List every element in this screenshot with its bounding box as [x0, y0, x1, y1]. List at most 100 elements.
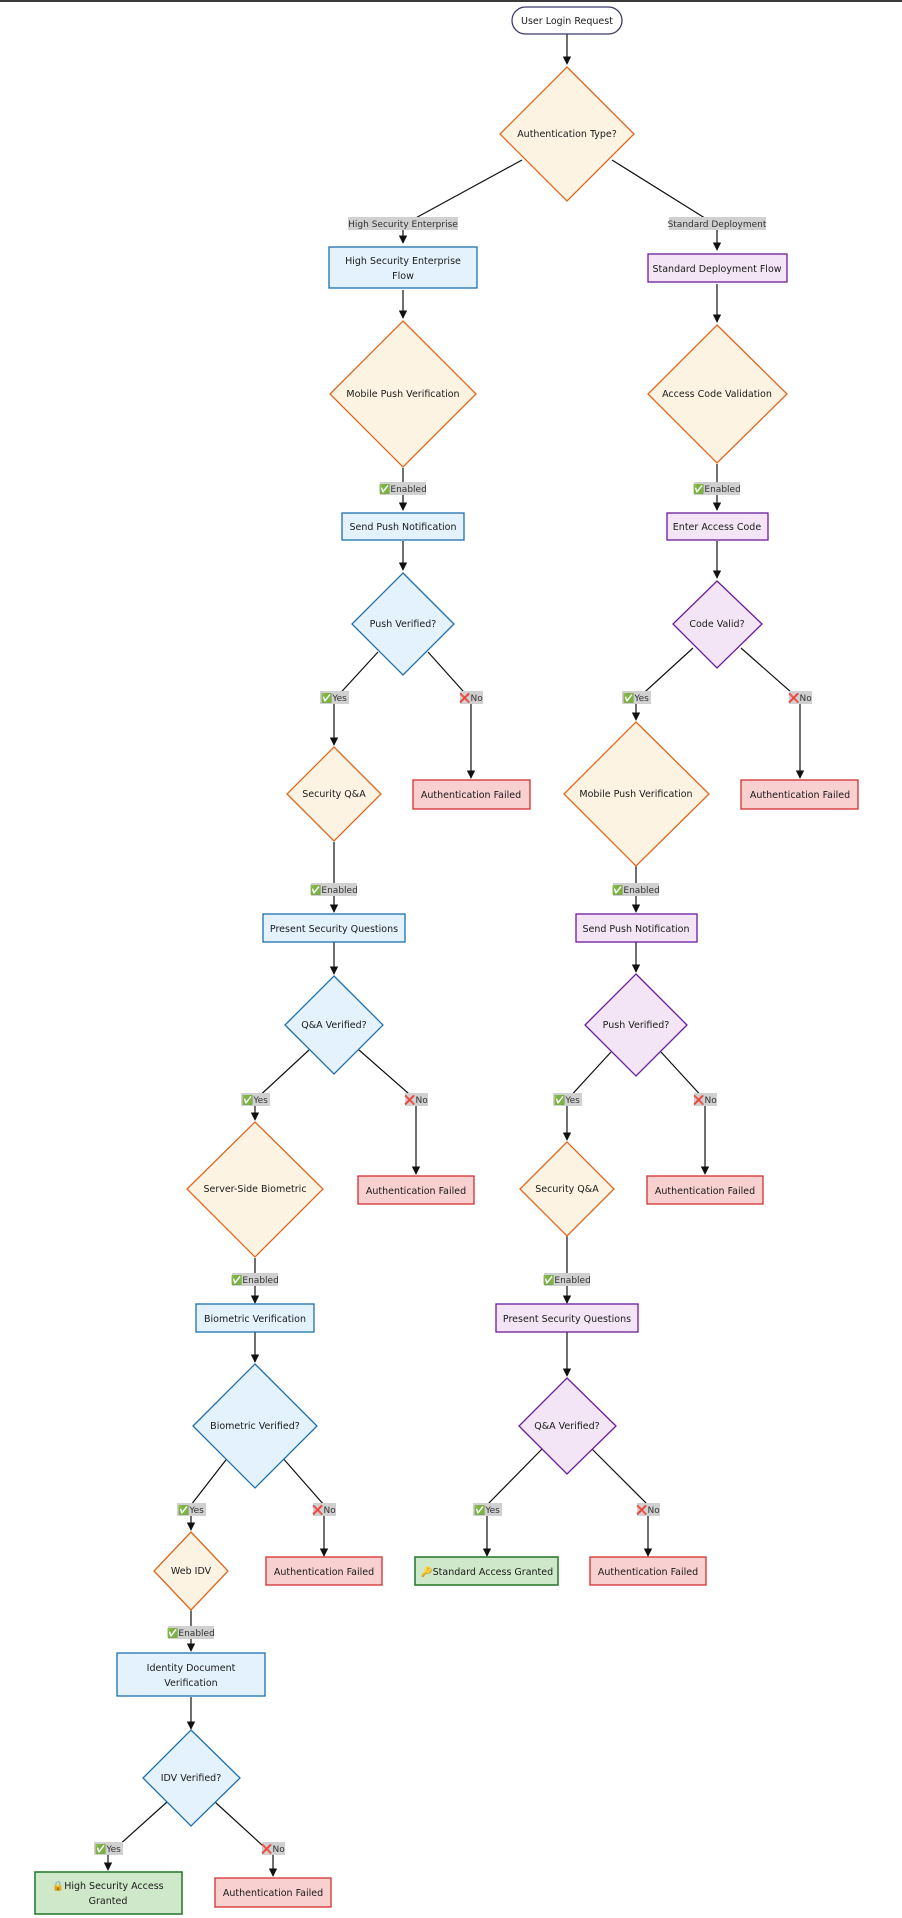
edge-std-qa-verified-yes — [482, 1447, 544, 1557]
svg-text:High Security Enterprise: High Security Enterprise — [348, 220, 458, 230]
svg-text:🔒High Security Access: 🔒High Security Access — [52, 1880, 163, 1892]
svg-text:IDV Verified?: IDV Verified? — [161, 1773, 222, 1784]
svg-text:Security Q&A: Security Q&A — [535, 1184, 599, 1195]
edge-hs-qa-verified-no — [358, 1049, 421, 1175]
svg-text:✅Enabled: ✅Enabled — [543, 1274, 591, 1286]
hs-idv-node: Identity Document Verification — [116, 1652, 266, 1697]
edge-std-qa-verified-no — [590, 1447, 653, 1557]
std-send-push-node: Send Push Notification — [575, 913, 698, 943]
hs-access-granted-node: 🔒High Security Access Granted — [34, 1871, 183, 1915]
svg-text:✅Enabled: ✅Enabled — [231, 1274, 279, 1286]
svg-text:Authentication Failed: Authentication Failed — [274, 1567, 374, 1578]
svg-text:✅Yes: ✅Yes — [474, 1504, 500, 1516]
edge-label-no: ❌No — [312, 1503, 336, 1516]
svg-text:Send Push Notification: Send Push Notification — [582, 924, 689, 935]
edge-label-enabled: ✅Enabled — [231, 1273, 279, 1286]
hs-push-verified-decision: Push Verified? — [351, 572, 455, 676]
svg-text:✅Yes: ✅Yes — [242, 1094, 268, 1106]
svg-text:High Security Enterprise: High Security Enterprise — [345, 256, 461, 267]
hs-server-biometric-decision: Server-Side Biometric — [186, 1121, 324, 1258]
auth-type-decision: Authentication Type? — [499, 66, 635, 202]
hs-qa-verified-decision: Q&A Verified? — [284, 975, 384, 1075]
svg-text:Flow: Flow — [392, 271, 414, 282]
edge-label-no: ❌No — [693, 1093, 717, 1106]
std-present-questions-node: Present Security Questions — [495, 1303, 639, 1333]
edge-label-no: ❌No — [788, 691, 812, 704]
svg-text:User Login Request: User Login Request — [521, 16, 613, 27]
edge-label-yes: ✅Yes — [553, 1093, 582, 1106]
edge-std-code-valid-yes — [631, 647, 694, 721]
std-push-failed-node: Authentication Failed — [646, 1175, 764, 1205]
svg-text:Standard Deployment: Standard Deployment — [668, 220, 767, 230]
svg-text:Authentication Failed: Authentication Failed — [421, 790, 521, 801]
edge-label-enabled: ✅Enabled — [167, 1626, 215, 1639]
svg-text:Mobile Push Verification: Mobile Push Verification — [579, 789, 692, 800]
svg-text:✅Enabled: ✅Enabled — [612, 884, 660, 896]
edge-label-enabled: ✅Enabled — [379, 482, 427, 495]
hs-push-failed-node: Authentication Failed — [412, 779, 531, 810]
edge-auth-type-to-std — [611, 159, 722, 251]
svg-text:✅Yes: ✅Yes — [95, 1843, 121, 1855]
edge-hs-biometric-verified-yes — [186, 1455, 230, 1531]
edge-label-high-security: High Security Enterprise — [348, 217, 458, 230]
hs-present-questions-node: Present Security Questions — [262, 913, 406, 943]
svg-text:Verification: Verification — [164, 1678, 217, 1689]
std-flow-node: Standard Deployment Flow — [647, 253, 788, 283]
svg-text:Present Security Questions: Present Security Questions — [503, 1314, 631, 1325]
svg-text:Authentication Failed: Authentication Failed — [223, 1888, 323, 1899]
svg-text:❌No: ❌No — [404, 1094, 428, 1106]
hs-idv-verified-decision: IDV Verified? — [142, 1729, 241, 1827]
svg-text:❌No: ❌No — [312, 1504, 336, 1516]
edge-label-enabled: ✅Enabled — [310, 883, 358, 896]
start-node: User Login Request — [511, 6, 623, 35]
svg-text:❌No: ❌No — [788, 692, 812, 704]
edge-label-yes: ✅Yes — [622, 691, 651, 704]
edge-label-no: ❌No — [261, 1842, 285, 1855]
svg-text:✅Enabled: ✅Enabled — [693, 483, 741, 495]
edge-hs-qa-verified-yes — [250, 1049, 310, 1121]
svg-text:✅Enabled: ✅Enabled — [167, 1627, 215, 1639]
svg-text:✅Enabled: ✅Enabled — [379, 483, 427, 495]
edge-std-code-valid-no — [740, 647, 805, 779]
edge-label-enabled: ✅Enabled — [693, 482, 741, 495]
svg-text:Web IDV: Web IDV — [171, 1566, 212, 1577]
edge-auth-type-to-hs — [398, 159, 523, 244]
svg-text:Q&A Verified?: Q&A Verified? — [534, 1421, 599, 1432]
nodes: User Login Request Authentication Type? … — [34, 6, 859, 1915]
svg-text:Send Push Notification: Send Push Notification — [349, 522, 456, 533]
svg-text:Access Code Validation: Access Code Validation — [662, 389, 772, 400]
svg-text:Authentication Failed: Authentication Failed — [366, 1186, 466, 1197]
svg-text:❌No: ❌No — [636, 1504, 660, 1516]
hs-send-push-node: Send Push Notification — [341, 512, 465, 541]
edge-hs-push-verified-no — [427, 651, 476, 779]
svg-text:Standard Deployment Flow: Standard Deployment Flow — [652, 264, 781, 275]
edges — [103, 34, 805, 1877]
svg-text:✅Yes: ✅Yes — [554, 1094, 580, 1106]
svg-text:Authentication Failed: Authentication Failed — [655, 1186, 755, 1197]
std-mobile-push-decision: Mobile Push Verification — [563, 721, 710, 867]
svg-text:Present Security Questions: Present Security Questions — [270, 924, 398, 935]
edge-label-yes: ✅Yes — [241, 1093, 270, 1106]
edge-hs-idv-verified-yes — [103, 1801, 168, 1871]
std-enter-code-node: Enter Access Code — [666, 512, 769, 541]
svg-text:Authentication Type?: Authentication Type? — [517, 129, 617, 140]
edge-label-enabled: ✅Enabled — [612, 883, 660, 896]
edge-label-yes: ✅Yes — [177, 1503, 206, 1516]
std-access-code-decision: Access Code Validation — [647, 324, 788, 464]
svg-text:❌No: ❌No — [261, 1843, 285, 1855]
std-security-qa-decision: Security Q&A — [519, 1141, 615, 1237]
svg-text:❌No: ❌No — [693, 1094, 717, 1106]
svg-text:Mobile Push Verification: Mobile Push Verification — [346, 389, 459, 400]
hs-flow-node: High Security Enterprise Flow — [328, 246, 478, 289]
svg-text:Identity Document: Identity Document — [147, 1663, 236, 1674]
std-qa-failed-node: Authentication Failed — [589, 1556, 707, 1586]
std-push-verified-decision: Push Verified? — [584, 973, 688, 1077]
svg-text:Authentication Failed: Authentication Failed — [598, 1567, 698, 1578]
hs-biometric-verification-node: Biometric Verification — [195, 1303, 315, 1333]
hs-biometric-verified-decision: Biometric Verified? — [192, 1363, 318, 1489]
edge-label-no: ❌No — [404, 1093, 428, 1106]
svg-text:Biometric Verification: Biometric Verification — [204, 1314, 306, 1325]
svg-text:Granted: Granted — [89, 1896, 128, 1907]
svg-text:Code Valid?: Code Valid? — [689, 619, 744, 630]
svg-text:✅Yes: ✅Yes — [178, 1504, 204, 1516]
